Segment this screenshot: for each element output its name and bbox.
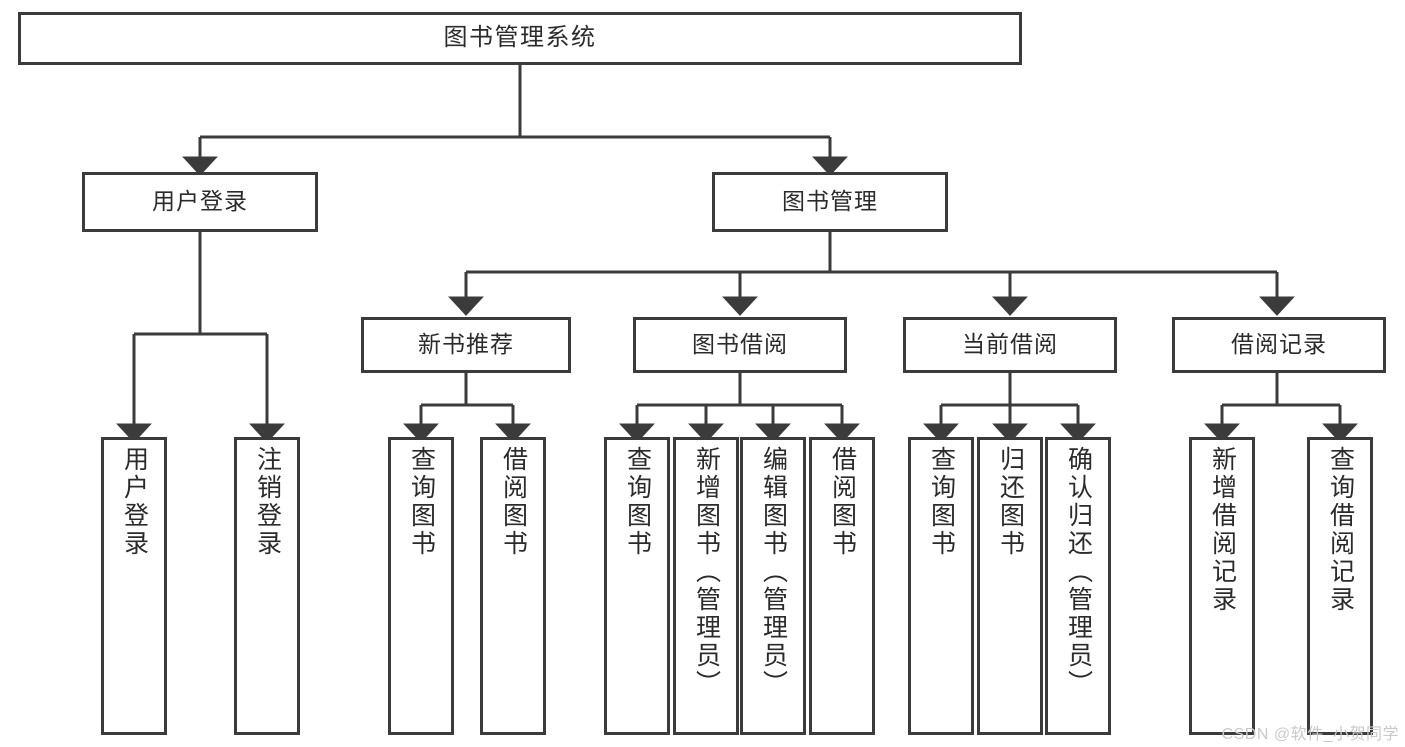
leaf-book-borrow-edit[interactable]: 编辑图书（管理员）: [740, 437, 806, 735]
node-label: 借阅记录: [1231, 331, 1327, 358]
node-label: 查询图书: [927, 446, 956, 558]
node-label: 借阅图书: [499, 446, 528, 558]
leaf-current-borrow-confirm[interactable]: 确认归还（管理员）: [1045, 437, 1111, 735]
leaf-current-borrow-return[interactable]: 归还图书: [977, 437, 1043, 735]
node-label: 当前借阅: [962, 331, 1058, 358]
node-user-login[interactable]: 用户登录: [82, 172, 318, 232]
csdn-watermark: CSDN @软件_小贺同学: [1221, 726, 1399, 743]
leaf-book-borrow-query[interactable]: 查询图书: [604, 437, 670, 735]
node-label: 确认归还（管理员）: [1064, 446, 1093, 698]
node-label: 新增借阅记录: [1208, 446, 1237, 614]
node-label: 归还图书: [996, 446, 1025, 558]
node-label: 用户登录: [152, 188, 248, 215]
node-label: 查询借阅记录: [1326, 446, 1355, 614]
node-book-management[interactable]: 图书管理: [712, 172, 948, 232]
node-label: 编辑图书（管理员）: [759, 446, 788, 698]
node-root-system[interactable]: 图书管理系统: [18, 12, 1022, 65]
node-label: 图书借阅: [692, 331, 788, 358]
node-current-borrow[interactable]: 当前借阅: [903, 317, 1117, 373]
leaf-new-book-borrow[interactable]: 借阅图书: [480, 437, 546, 735]
node-label: 查询图书: [407, 446, 436, 558]
leaf-book-borrow-borrow[interactable]: 借阅图书: [809, 437, 875, 735]
leaf-borrow-record-query[interactable]: 查询借阅记录: [1307, 437, 1373, 735]
leaf-current-borrow-query[interactable]: 查询图书: [908, 437, 974, 735]
node-label: 用户登录: [120, 446, 149, 558]
node-new-book-recommend[interactable]: 新书推荐: [361, 317, 571, 373]
leaf-borrow-record-add[interactable]: 新增借阅记录: [1189, 437, 1255, 735]
node-label: 图书管理系统: [443, 24, 597, 52]
node-borrow-record[interactable]: 借阅记录: [1172, 317, 1386, 373]
node-book-borrow[interactable]: 图书借阅: [633, 317, 847, 373]
node-label: 新增图书（管理员）: [692, 446, 721, 698]
node-label: 查询图书: [623, 446, 652, 558]
node-label: 图书管理: [782, 188, 878, 215]
node-label: 新书推荐: [418, 331, 514, 358]
leaf-user-login-login[interactable]: 用户登录: [101, 437, 167, 735]
leaf-new-book-query[interactable]: 查询图书: [388, 437, 454, 735]
leaf-user-login-logout[interactable]: 注销登录: [234, 437, 300, 735]
node-label: 借阅图书: [828, 446, 857, 558]
node-label: 注销登录: [253, 446, 282, 558]
leaf-book-borrow-add[interactable]: 新增图书（管理员）: [673, 437, 739, 735]
